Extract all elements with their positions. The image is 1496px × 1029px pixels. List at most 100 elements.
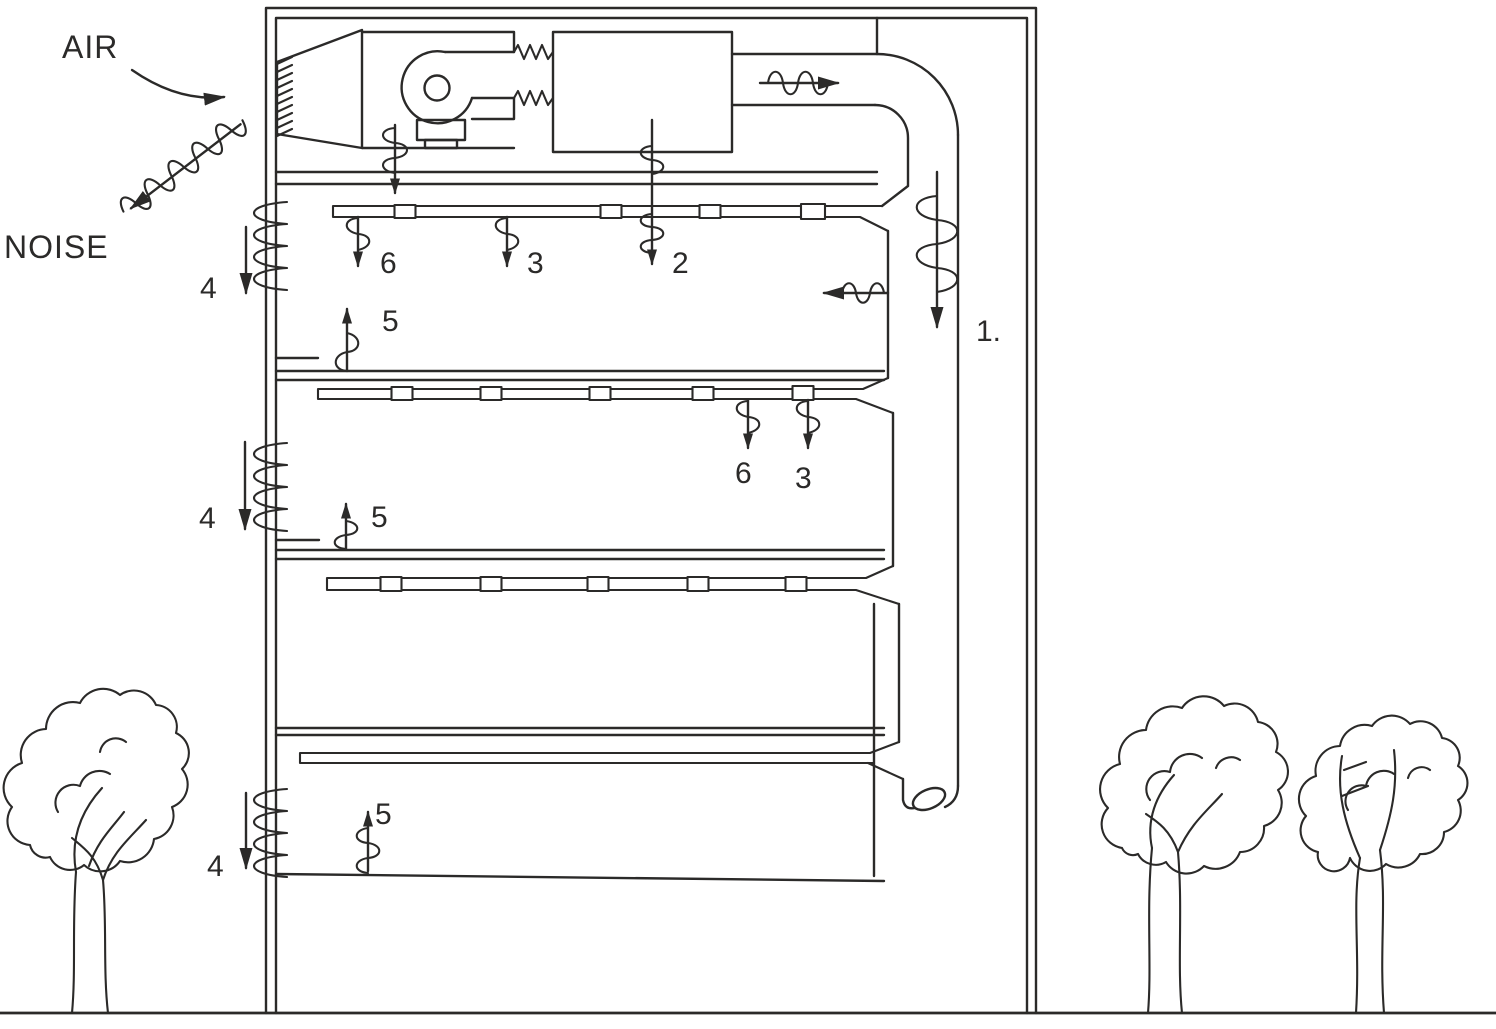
trunk: [70, 870, 110, 1015]
riser-outlet-left: [901, 777, 917, 810]
ceiling-diffuser: [390, 385, 414, 402]
noise-path-4-floor2: 4: [200, 200, 289, 305]
attenuator-box: [551, 30, 734, 154]
riser-outlet-right: [943, 784, 960, 809]
air-handling-unit: [274, 28, 879, 186]
trunk: [1146, 846, 1184, 1015]
outer-wall-line: [264, 6, 1038, 1015]
path-5-label: 5: [382, 305, 399, 338]
ceiling-bar: [325, 564, 901, 606]
noise-path-4-floor3: 4: [199, 440, 289, 535]
wall-coil: [252, 787, 289, 879]
fan-frame-step: [470, 96, 516, 121]
path-3-label: 3: [527, 247, 544, 280]
air-label: AIR: [62, 29, 118, 65]
path-5-label: 5: [371, 501, 388, 534]
intake-louver-icon: [275, 55, 294, 138]
noise-paths: 1. 2 6 3: [199, 70, 1001, 883]
floor-4-ceiling: [325, 564, 901, 606]
ceiling-diffuser: [686, 575, 710, 593]
ceiling-diffuser: [784, 575, 808, 593]
wave: [840, 282, 886, 304]
canopy-detail: [1344, 766, 1432, 812]
path-4-label: 4: [207, 850, 224, 883]
wall-coil: [252, 200, 289, 292]
fan-scroll: [400, 50, 474, 125]
wave: [766, 70, 830, 96]
noise-path-1: 1.: [915, 170, 1001, 348]
trees: [2, 687, 1469, 1015]
ground-floor-ceiling: [298, 740, 905, 781]
supply-duct: [730, 52, 960, 812]
canopy: [2, 687, 190, 873]
ceiling-diffuser: [379, 575, 403, 593]
floor-4-slab: [274, 726, 886, 737]
tree-left: [2, 687, 190, 1015]
noise-wave: [119, 119, 247, 213]
branches: [70, 786, 148, 882]
noise-path-3-floor2: 3: [494, 215, 544, 280]
ceiling-diffuser: [691, 385, 715, 402]
path-6-label: 6: [735, 457, 752, 490]
branches: [1144, 773, 1224, 854]
coil: [381, 126, 409, 175]
noise-path-6-floor2: 6: [345, 215, 397, 280]
ceiling-diffuser: [698, 203, 722, 220]
ceiling-diffuser: [588, 385, 612, 402]
noise-wave-arrow: [119, 119, 247, 213]
path-3-label: 3: [795, 462, 812, 495]
ceiling-diffuser: [791, 384, 815, 402]
path-5-label: 5: [375, 798, 392, 831]
ceiling-diffuser: [599, 203, 623, 220]
fan-structure-path: [381, 123, 409, 195]
path-2-label: 2: [672, 247, 689, 280]
floors: [274, 202, 905, 883]
noise-path-5-floor2: 5: [334, 305, 399, 373]
canopy-detail: [54, 737, 128, 814]
ground-floor-slab: [274, 872, 886, 883]
ceiling-diffuser: [479, 385, 503, 402]
duct-airflow-arrow: [758, 70, 840, 96]
tree-right-2: [1297, 714, 1469, 1015]
path-4-label: 4: [200, 272, 217, 305]
path-4-label: 4: [199, 502, 216, 535]
canopy: [1099, 695, 1289, 875]
floor-2-ceiling: [331, 202, 890, 233]
path-6-label: 6: [380, 247, 397, 280]
noise-path-2: 2: [639, 118, 689, 280]
ceiling-diffuser: [799, 202, 827, 221]
flex-connector-upper: [512, 43, 555, 61]
ceiling-diffuser: [479, 575, 503, 593]
coil: [915, 194, 959, 294]
fan-base: [423, 138, 459, 150]
flex-connector-lower: [512, 89, 555, 107]
noise-path-6-floor3: 6: [735, 398, 761, 490]
mech-floor-slab: [274, 170, 879, 186]
fan-enclosure-top: [360, 30, 516, 54]
building-shell: [264, 6, 1038, 1015]
coil: [355, 826, 381, 875]
noise-path-3-floor3: 3: [795, 398, 821, 495]
elbow-inner: [873, 103, 910, 208]
coil: [333, 519, 359, 551]
noise-path-5-ground: 5: [355, 798, 392, 875]
trunk: [1354, 848, 1386, 1015]
tree-right-1: [1099, 695, 1289, 1015]
noise-path-4-ground: 4: [207, 787, 289, 883]
air-flow-arrow: [130, 68, 226, 106]
canopy-detail: [1145, 752, 1242, 802]
floor-2-slab: [274, 369, 886, 382]
inner-wall-line: [274, 16, 1029, 1015]
fan-hub: [423, 74, 451, 102]
duct-open-end: [911, 786, 947, 812]
canopy: [1297, 714, 1469, 873]
intake-cone: [275, 28, 364, 150]
noise-label: NOISE: [4, 229, 109, 265]
ceiling-diffuser: [393, 203, 417, 220]
elbow-outer: [875, 52, 960, 137]
noise-arrow-line: [129, 123, 242, 210]
wall-coil: [252, 441, 289, 533]
floor-3-slab: [274, 548, 886, 561]
